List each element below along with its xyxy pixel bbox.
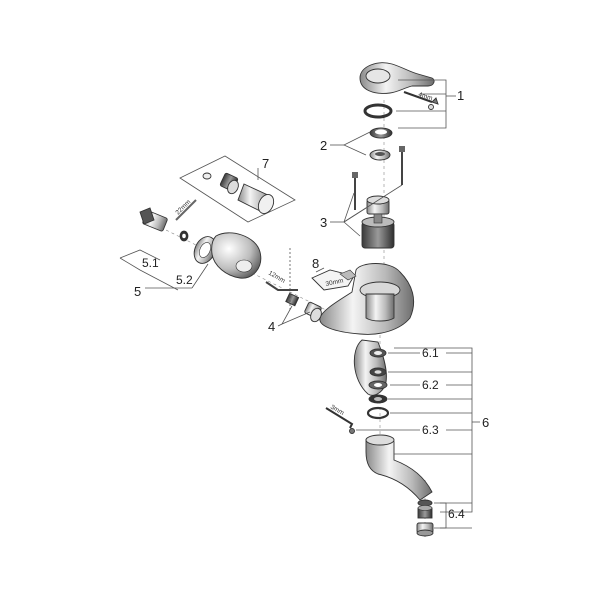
leader-lines — [145, 79, 480, 529]
washer-ring — [366, 406, 390, 420]
tool-size-30mm: 30mm — [325, 277, 344, 288]
grub-screw — [349, 428, 355, 434]
callout-6-3: 6.3 — [422, 423, 439, 437]
connector-group-frame — [119, 249, 179, 291]
wrench-30mm — [311, 269, 357, 291]
aerator-insert — [417, 505, 433, 519]
callout-5-2: 5.2 — [176, 273, 193, 287]
o-ring-6-2 — [368, 380, 388, 390]
washer-7 — [202, 172, 212, 180]
callout-5-1: 5.1 — [142, 256, 159, 270]
tool-size-12mm: 12mm — [267, 270, 286, 285]
callout-7: 7 — [262, 156, 269, 171]
handle-ring — [363, 103, 393, 119]
sleeve-7 — [237, 183, 275, 214]
callout-6-4: 6.4 — [448, 507, 465, 521]
callout-5: 5 — [134, 284, 141, 299]
callout-6-1: 6.1 — [422, 346, 439, 360]
callout-8: 8 — [312, 256, 319, 271]
o-ring-6-1 — [369, 348, 387, 358]
key-22mm — [175, 199, 197, 221]
mounting-bolt-right — [399, 146, 405, 185]
adapter-ring-5-2 — [193, 236, 217, 264]
s-union-5-1 — [139, 207, 168, 232]
cartridge-nut-lower — [369, 149, 391, 161]
set-screw-4mm — [403, 91, 439, 110]
adapter-7 — [219, 172, 239, 195]
cartridge-body — [361, 213, 395, 249]
spout — [365, 434, 433, 501]
callout-1: 1 — [457, 88, 464, 103]
group-7-frame — [179, 155, 296, 223]
escutcheon-cover — [211, 232, 262, 279]
callout-3: 3 — [320, 215, 327, 230]
mixer-body — [319, 263, 414, 335]
callout-6: 6 — [482, 415, 489, 430]
allen-key-3mm — [325, 407, 354, 429]
aerator-housing — [416, 522, 434, 537]
callout-4: 4 — [268, 319, 275, 334]
union-washer — [179, 230, 189, 242]
gasket-ring — [368, 394, 388, 404]
callout-labels: 1 2 3 4 5 5.1 5.2 6 6.1 6.2 6.3 6.4 7 8 — [134, 88, 489, 521]
aerator-seal — [417, 499, 433, 507]
nut-4 — [285, 292, 300, 307]
bearing-ring — [369, 367, 387, 377]
mounting-bolt-left — [352, 172, 358, 210]
lever-handle — [359, 62, 435, 94]
callout-6-2: 6.2 — [422, 378, 439, 392]
cartridge-nut-upper — [369, 127, 393, 139]
union-4 — [304, 301, 322, 323]
key-12mm — [265, 281, 298, 291]
callout-2: 2 — [320, 138, 327, 153]
tool-size-4mm: 4mm — [417, 91, 433, 102]
